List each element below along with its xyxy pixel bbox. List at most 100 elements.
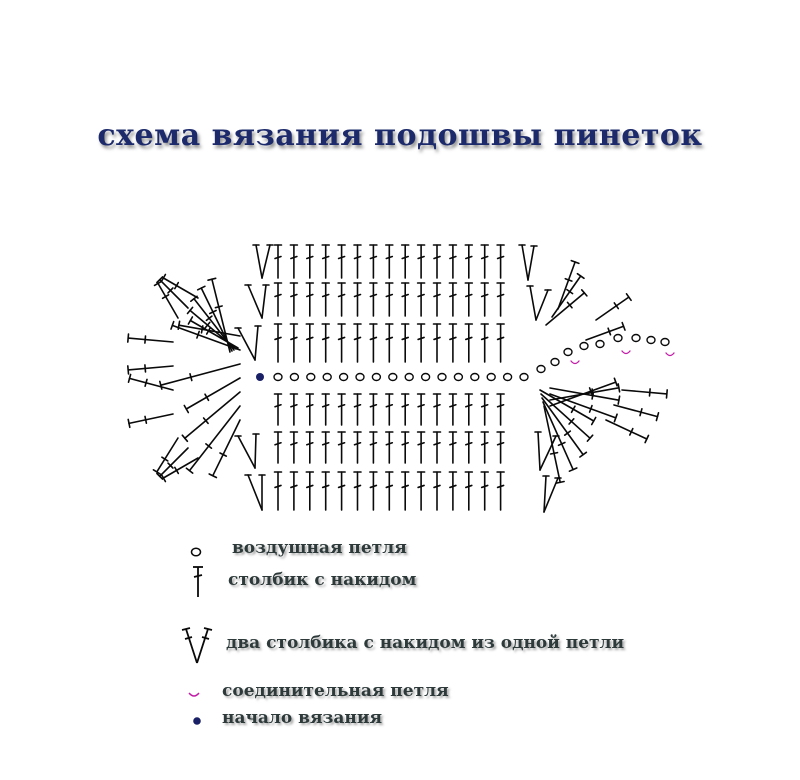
double-crochet-stitch <box>289 431 299 464</box>
double-crochet-stitch <box>539 389 597 426</box>
double-crochet-stitch <box>289 471 299 511</box>
double-crochet-stitch <box>464 393 474 426</box>
double-crochet-stitch <box>353 244 362 279</box>
chain-stitch <box>595 339 605 349</box>
double-crochet-stitch <box>208 419 241 479</box>
double-crochet-stitch <box>613 404 660 422</box>
two-double-crochet-leg <box>529 285 537 321</box>
chain-stitch <box>660 337 670 347</box>
double-crochet-stitch <box>127 364 174 375</box>
double-crochet-stitch <box>448 431 458 464</box>
double-crochet-stitch <box>543 405 565 484</box>
double-crochet-icon <box>193 566 203 597</box>
double-crochet-stitch <box>416 244 426 279</box>
two-double-crochet-leg <box>254 433 257 469</box>
double-crochet-stitch <box>159 363 241 390</box>
double-crochet-stitch <box>160 457 199 483</box>
double-crochet-stitch <box>496 244 505 279</box>
double-crochet-stitch <box>321 393 331 426</box>
chain-stitch <box>631 333 641 343</box>
double-crochet-stitch <box>369 393 378 426</box>
chain-stitch <box>519 372 529 382</box>
double-crochet-stitch <box>416 431 426 464</box>
double-crochet-stitch <box>337 244 346 279</box>
double-crochet-stitch <box>289 393 299 426</box>
two-double-crochet-leg <box>521 244 529 281</box>
chain-stitch <box>563 347 573 357</box>
double-crochet-stitch <box>153 280 179 319</box>
legend-label: два столбика с накидом из одной петли <box>226 633 625 653</box>
chain-stitch <box>338 372 349 382</box>
double-crochet-stitch <box>181 391 241 443</box>
double-crochet-stitch <box>551 272 585 318</box>
double-crochet-stitch <box>369 471 378 511</box>
double-crochet-stitch <box>353 393 362 426</box>
legend-label: воздушная петля <box>232 538 407 558</box>
double-crochet-stitch <box>185 405 241 474</box>
double-crochet-stitch <box>448 282 458 317</box>
double-crochet-stitch <box>384 244 394 279</box>
double-crochet-stitch <box>585 321 626 341</box>
double-crochet-stitch <box>549 383 621 401</box>
double-crochet-stitch <box>400 393 410 426</box>
double-crochet-stitch <box>432 282 442 317</box>
double-crochet-stitch <box>400 244 410 279</box>
double-crochet-stitch <box>605 419 650 444</box>
double-crochet-stitch <box>337 471 346 511</box>
double-crochet-stitch <box>464 323 474 363</box>
double-crochet-stitch <box>321 471 331 511</box>
two-double-crochet-leg <box>247 474 263 511</box>
double-crochet-stitch <box>496 431 505 464</box>
double-crochet-stitch <box>496 471 505 511</box>
chain-stitch <box>470 372 480 382</box>
two-double-crochet-leg <box>261 244 271 279</box>
double-crochet-stitch <box>337 282 346 317</box>
double-crochet-stitch <box>321 431 331 464</box>
double-crochet-stitch <box>496 323 505 363</box>
double-crochet-stitch <box>448 471 458 511</box>
double-crochet-stitch <box>480 323 490 363</box>
two-double-crochet-leg <box>537 431 541 471</box>
double-crochet-stitch <box>353 323 362 363</box>
chain-stitch <box>371 372 382 382</box>
double-crochet-stitch <box>156 276 189 309</box>
double-crochet-stitch <box>321 282 331 317</box>
chain-stitch <box>550 357 560 367</box>
start-dot-icon <box>193 717 201 725</box>
double-crochet-stitch <box>369 323 378 363</box>
double-crochet-stitch <box>369 431 378 464</box>
slip-stitch <box>621 350 631 355</box>
double-crochet-stitch <box>273 282 283 317</box>
double-crochet-stitch <box>305 393 315 426</box>
double-crochet-stitch <box>305 244 315 279</box>
two-double-crochet-leg <box>527 245 535 281</box>
double-crochet-stitch <box>621 388 669 399</box>
chain-stitch <box>437 372 447 382</box>
slip-stitch <box>665 352 675 357</box>
slip-stitch <box>570 360 580 365</box>
double-crochet-stitch <box>384 323 394 363</box>
double-crochet-stitch <box>384 471 394 511</box>
double-crochet-stitch <box>273 471 283 511</box>
double-crochet-stitch <box>480 244 490 279</box>
double-crochet-stitch <box>432 244 442 279</box>
double-crochet-stitch <box>273 323 283 363</box>
double-crochet-stitch <box>464 282 474 317</box>
double-crochet-stitch <box>432 471 442 511</box>
double-crochet-stitch <box>432 431 442 464</box>
double-crochet-stitch <box>183 377 241 414</box>
legend-label: столбик с накидом <box>228 570 417 590</box>
two-double-crochet-leg <box>247 284 263 319</box>
double-crochet-stitch <box>127 413 174 429</box>
two-double-crochet-leg <box>535 289 549 321</box>
double-crochet-stitch <box>337 431 346 464</box>
chain-stitch <box>536 364 546 374</box>
double-crochet-stitch <box>540 393 594 442</box>
chain-stitch <box>579 341 589 351</box>
slip-stitch-icon <box>188 692 200 697</box>
chain-stitch <box>420 372 431 382</box>
double-crochet-stitch <box>289 282 299 317</box>
double-crochet-stitch <box>480 471 490 511</box>
double-crochet-stitch <box>448 323 458 363</box>
